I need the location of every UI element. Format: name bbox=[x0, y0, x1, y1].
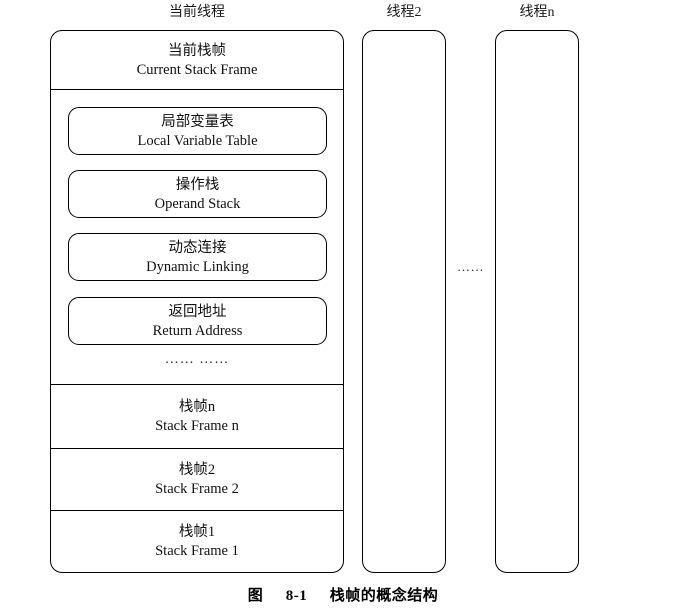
figure-caption-prefix: 图 bbox=[247, 588, 264, 604]
column-label-thread-n: 线程n bbox=[519, 5, 555, 20]
current-stack-frame-cell: 当前栈帧 Current Stack Frame bbox=[51, 31, 343, 90]
frame-part-label-en: Operand Stack bbox=[154, 195, 241, 212]
current-stack-frame-parts-container: 局部变量表 Local Variable Table 操作栈 Operand S… bbox=[51, 90, 343, 385]
figure-caption-number: 8-1 bbox=[285, 588, 308, 604]
frame-part-label-cn: 局部变量表 bbox=[161, 113, 234, 130]
stack-frame-n-cell: 栈帧n Stack Frame n bbox=[51, 385, 343, 449]
thread-columns-ellipsis: …… bbox=[457, 259, 484, 274]
stack-frame-1-cell: 栈帧1 Stack Frame 1 bbox=[51, 511, 343, 572]
thread-n-stack-column bbox=[495, 30, 579, 573]
frame-part-label-cn: 返回地址 bbox=[168, 303, 227, 320]
figure-caption-title: 栈帧的概念结构 bbox=[329, 588, 439, 604]
stack-frame-label-cn: 栈帧1 bbox=[178, 524, 216, 540]
frame-part-label-en: Dynamic Linking bbox=[146, 258, 249, 275]
frame-part-label-cn: 操作栈 bbox=[175, 176, 220, 193]
current-stack-frame-label-en: Current Stack Frame bbox=[136, 61, 258, 78]
frame-part-local-variable-table: 局部变量表 Local Variable Table bbox=[68, 107, 327, 155]
frame-part-dynamic-linking: 动态连接 Dynamic Linking bbox=[68, 233, 327, 281]
frame-parts-ellipsis: …… …… bbox=[164, 352, 230, 367]
current-thread-stack-column: 当前栈帧 Current Stack Frame 局部变量表 Local Var… bbox=[50, 30, 344, 573]
frame-part-label-en: Local Variable Table bbox=[137, 132, 258, 149]
thread-2-stack-column bbox=[362, 30, 446, 573]
current-stack-frame-label-cn: 当前栈帧 bbox=[168, 42, 226, 59]
stack-frame-2-cell: 栈帧2 Stack Frame 2 bbox=[51, 449, 343, 511]
stack-frame-label-en: Stack Frame 2 bbox=[155, 481, 239, 497]
column-label-current-thread: 当前线程 bbox=[169, 5, 225, 20]
figure-caption: 图 8-1 栈帧的概念结构 bbox=[0, 584, 686, 605]
frame-part-return-address: 返回地址 Return Address bbox=[68, 297, 327, 345]
stack-frame-label-cn: 栈帧n bbox=[178, 399, 216, 415]
frame-part-label-en: Return Address bbox=[152, 322, 243, 339]
stack-frame-label-cn: 栈帧2 bbox=[178, 462, 216, 478]
stack-frame-label-en: Stack Frame 1 bbox=[155, 543, 239, 559]
stack-frame-label-en: Stack Frame n bbox=[155, 418, 239, 434]
frame-part-operand-stack: 操作栈 Operand Stack bbox=[68, 170, 327, 218]
column-label-thread-2: 线程2 bbox=[386, 5, 422, 20]
frame-part-label-cn: 动态连接 bbox=[168, 239, 227, 256]
